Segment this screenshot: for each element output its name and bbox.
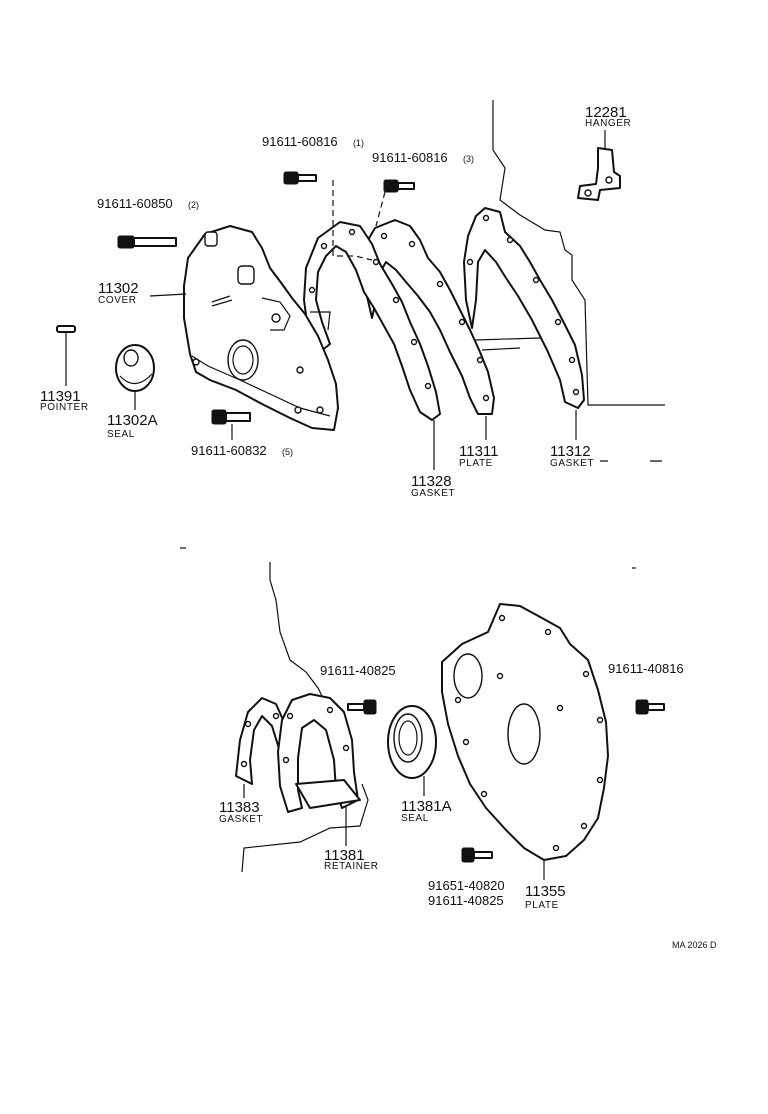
- label-11302-number: 11302: [98, 280, 139, 297]
- pointer-11391: [56, 325, 76, 378]
- bolt-91611-40825: [347, 699, 377, 715]
- label-11355-name: PLATE: [525, 900, 559, 911]
- cover-11302: [183, 225, 339, 431]
- engine-block-inner-line: [474, 337, 541, 351]
- bolt-91611-40816: [635, 699, 665, 715]
- alignment-line-2: [375, 191, 386, 227]
- plate-11355: [441, 603, 609, 861]
- label-11328-number: 11328: [411, 473, 452, 490]
- label-11311-name: PLATE: [459, 458, 493, 469]
- gasket-11328: [303, 221, 441, 421]
- label-11328-name: GASKET: [411, 488, 455, 499]
- label-bolt3-number: 91611-60850: [97, 196, 173, 211]
- label-bolt1-number: 91611-60816: [262, 134, 338, 149]
- label-11381A-name: SEAL: [401, 813, 429, 824]
- bolt-91611-60832-5: [211, 409, 251, 425]
- label-bolt1-qty: (1): [353, 138, 364, 148]
- label-11383-name: GASKET: [219, 814, 263, 825]
- label-11383-number: 11383: [219, 799, 260, 816]
- engine-block-outline-top: [492, 100, 665, 406]
- label-bolt2-qty: (3): [463, 154, 474, 164]
- seal-11302A: [115, 344, 155, 392]
- gasket-11312: [463, 207, 585, 409]
- label-bolt4-qty: (5): [282, 447, 293, 457]
- bolt-91611-60850-2: [117, 235, 177, 249]
- engine-block-base-bottom: [241, 783, 369, 873]
- bolt-91611-60816-3: [383, 179, 415, 193]
- label-11312-name: GASKET: [550, 458, 594, 469]
- hanger-12281: [577, 147, 621, 201]
- label-11391-name: POINTER: [40, 402, 89, 413]
- label-bolt3-qty: (2): [188, 200, 199, 210]
- seal-11381A: [387, 705, 437, 779]
- label-12281-number: 12281: [585, 104, 627, 121]
- label-bolt4-number: 91611-60832: [191, 443, 267, 458]
- label-12281-name: HANGER: [585, 118, 631, 129]
- bolt-91651-40820: [461, 847, 493, 863]
- retainer-11381: [277, 693, 361, 813]
- label-11355-number: 11355: [525, 883, 566, 900]
- bolt-91611-60816-1: [283, 171, 317, 185]
- engine-block-outline-bottom: [269, 562, 326, 703]
- label-11312-number: 11312: [550, 443, 591, 460]
- label-11381A-number: 11381A: [401, 798, 452, 815]
- label-bolt2-number: 91611-60816: [372, 150, 448, 165]
- label-bolt5-number: 91611-40825: [320, 663, 396, 678]
- label-11302A-number: 11302A: [107, 412, 158, 429]
- label-11302-name: COVER: [98, 295, 137, 306]
- label-11391-number: 11391: [40, 388, 81, 405]
- label-11302A-name: SEAL: [107, 429, 135, 440]
- label-bolt6-number: 91611-40816: [608, 661, 684, 676]
- drawing-reference: MA 2026 D: [672, 940, 717, 950]
- label-11381-number: 11381: [324, 847, 365, 864]
- label-11381-name: RETAINER: [324, 861, 379, 872]
- label-bolt8-number: 91611-40825: [428, 893, 504, 908]
- label-11311-number: 11311: [459, 443, 499, 460]
- label-bolt7-number: 91651-40820: [428, 878, 505, 893]
- leader-11302: [149, 293, 187, 297]
